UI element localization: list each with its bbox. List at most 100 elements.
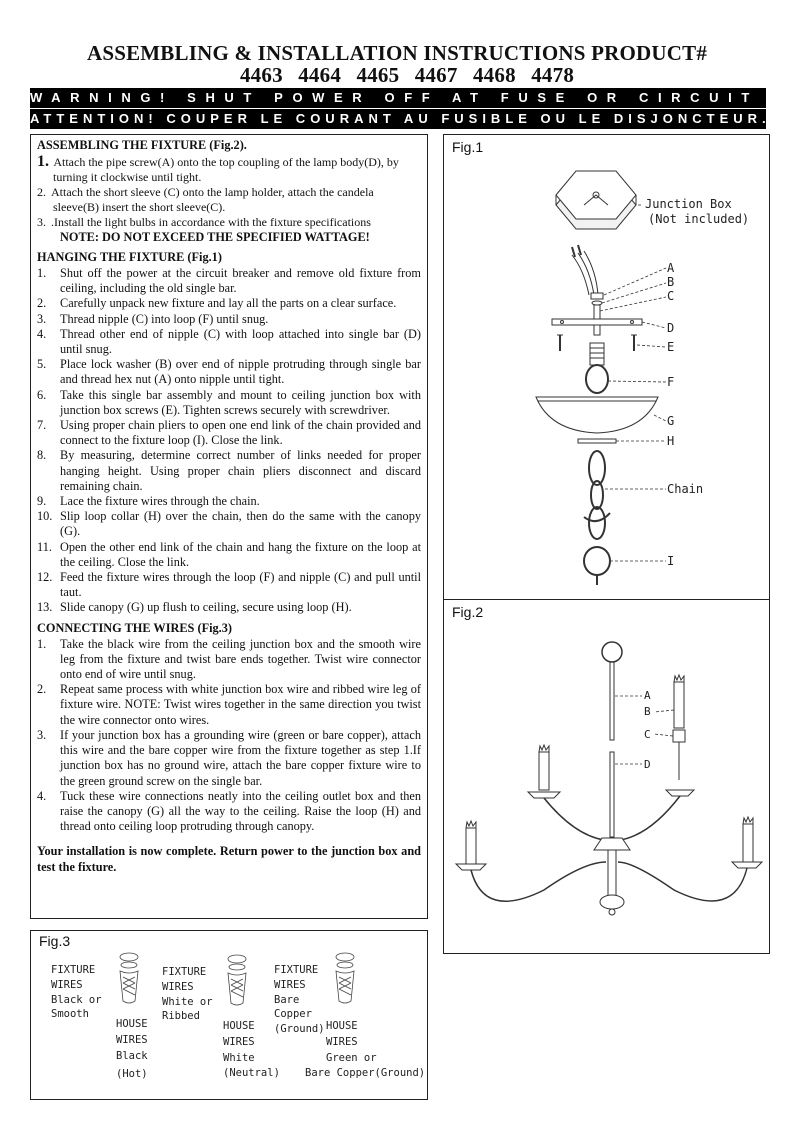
candle-icon xyxy=(454,819,488,871)
house-wire-label: HOUSE xyxy=(116,1018,148,1030)
product-numbers: 4463 4464 4465 4467 4468 4478 xyxy=(239,63,575,87)
wire-connector-icon xyxy=(119,952,139,1004)
wires-step: 1.Take the black wire from the ceiling j… xyxy=(37,636,421,682)
fixture-wire-label: WIRES xyxy=(162,981,194,993)
page-title: ASSEMBLING & INSTALLATION INSTRUCTIONS P… xyxy=(86,41,708,65)
candle-sleeve-icon xyxy=(672,673,686,780)
loop-icon xyxy=(585,342,609,394)
figure-3-label: Fig.3 xyxy=(39,933,71,949)
single-bar-icon xyxy=(551,318,643,326)
house-wire-label: WIRES xyxy=(116,1034,148,1046)
part-label: E xyxy=(667,340,674,354)
fixture-wire-label: WIRES xyxy=(51,979,83,991)
warning-banner-english: WARNING! SHUT POWER OFF AT FUSE OR CIRCU… xyxy=(30,88,766,108)
pipe-rod-icon xyxy=(609,661,615,741)
house-wire-label: Bare Copper(Ground) xyxy=(305,1067,425,1079)
assembling-step: 3..Install the light bulbs in accordance… xyxy=(37,215,371,229)
instructions-panel: ASSEMBLING THE FIXTURE (Fig.2). 1. Attac… xyxy=(30,134,428,919)
candle-icon xyxy=(526,743,562,799)
part-label: I xyxy=(667,554,674,568)
part-label: C xyxy=(667,289,674,303)
figure-1-panel: Fig.1 xyxy=(443,134,770,600)
chandelier-arms-icon xyxy=(470,795,748,902)
hanging-step: 11.Open the other end link of the chain … xyxy=(37,539,421,569)
assembling-heading: ASSEMBLING THE FIXTURE (Fig.2). xyxy=(37,138,247,152)
fixture-wire-label: WIRES xyxy=(274,979,306,991)
part-label: B xyxy=(667,275,674,289)
hanging-step: 5.Place lock washer (B) over end of nipp… xyxy=(37,357,421,387)
figure-3-diagram: FIXTURE WIRES Black or Smooth HOUSE WIRE… xyxy=(51,952,425,1080)
hanging-step: 4.Thread other end of nipple (C) with lo… xyxy=(37,326,421,357)
house-wire-label: (Hot) xyxy=(116,1068,148,1080)
figure-2-panel: Fig.2 xyxy=(443,599,770,954)
wires-step: 3.If your junction box has a grounding w… xyxy=(37,727,421,788)
fixture-wire-label: FIXTURE xyxy=(162,966,206,978)
fixture-wire-label: Bare xyxy=(274,994,299,1006)
hanging-step: 10.Slip loop collar (H) over the chain, … xyxy=(37,509,421,539)
fixture-wire-label: Black or xyxy=(51,994,102,1006)
ceiling-loop-icon xyxy=(601,641,623,663)
fixture-wire-label: Smooth xyxy=(51,1008,89,1020)
figure-3-panel: Fig.3 FIXTURE xyxy=(30,930,428,1100)
part-label: D xyxy=(667,321,674,335)
canopy-icon xyxy=(535,396,659,434)
fixture-wire-label: FIXTURE xyxy=(51,964,95,976)
hanging-step: 9.Lace the fixture wires through the cha… xyxy=(37,494,260,509)
not-included-label: (Not included) xyxy=(648,212,749,226)
house-wire-label: Black xyxy=(116,1050,148,1062)
figure-2-diagram: A B C D xyxy=(454,641,764,916)
fixture-wire-label: (Ground) xyxy=(274,1023,325,1035)
warning-banner-french: ATTENTION! COUPER LE COURANT AU FUSIBLE … xyxy=(30,109,766,129)
wires-step: 2.Repeat same process with white junctio… xyxy=(37,682,421,727)
house-wire-label: White xyxy=(223,1052,255,1064)
part-label: A xyxy=(644,689,651,702)
house-wire-label: Green or xyxy=(326,1052,377,1064)
hanging-step: 12.Feed the fixture wires through the lo… xyxy=(37,570,421,600)
lock-washer-icon xyxy=(591,300,603,306)
figure-2-label: Fig.2 xyxy=(452,604,484,620)
assembling-step: 1. Attach the pipe screw(A) onto the top… xyxy=(37,153,399,185)
wires-heading: CONNECTING THE WIRES (Fig.3) xyxy=(37,620,232,635)
house-wire-label: (Neutral) xyxy=(223,1067,280,1079)
lamp-body-icon xyxy=(593,837,631,851)
junction-box-label: Junction Box xyxy=(645,197,732,211)
hanging-step: 8.By measuring, determine correct number… xyxy=(37,448,421,493)
hanging-heading: HANGING THE FIXTURE (Fig.1) xyxy=(37,250,222,264)
part-label: Chain xyxy=(667,482,703,496)
hanging-step: 7.Using proper chain pliers to open one … xyxy=(37,418,421,448)
lamp-body-rod-icon xyxy=(609,751,615,838)
figure-1-label: Fig.1 xyxy=(452,139,484,155)
hanging-step: 6.Take this single bar assembly and moun… xyxy=(37,387,421,417)
hanging-step: 13.Slide canopy (G) up flush to ceiling,… xyxy=(37,600,352,615)
figure-1-diagram: Junction Box (Not included) A B C D E F … xyxy=(535,170,749,585)
hanging-step: 1.Shut off the power at the circuit brea… xyxy=(37,266,421,296)
house-wire-label: WIRES xyxy=(326,1036,358,1048)
candle-icon xyxy=(730,815,764,869)
part-label: H xyxy=(667,434,674,448)
part-label: F xyxy=(667,375,674,389)
hex-nut-icon xyxy=(590,292,604,300)
junction-screw-icon xyxy=(557,334,637,351)
part-label: D xyxy=(644,758,651,771)
fixture-loop-icon xyxy=(583,546,611,576)
fixture-wire-label: White or xyxy=(162,996,213,1008)
part-label: G xyxy=(667,414,674,428)
junction-box-icon xyxy=(555,170,637,230)
hanging-step: 3.Thread nipple (C) into loop (F) until … xyxy=(37,311,269,326)
part-label: A xyxy=(667,261,675,275)
assembling-step: 2.Attach the short sleeve (C) onto the l… xyxy=(37,185,374,214)
loop-collar-icon xyxy=(577,438,617,444)
wire-connector-icon xyxy=(227,954,247,1006)
wattage-note: NOTE: DO NOT EXCEED THE SPECIFIED WATTAG… xyxy=(60,230,370,244)
chain-icon xyxy=(583,450,611,540)
completion-text: Your installation is now complete. Retur… xyxy=(37,844,421,875)
house-wire-label: WIRES xyxy=(223,1036,255,1048)
part-label: B xyxy=(644,705,651,718)
house-wire-label: HOUSE xyxy=(326,1020,358,1032)
hanging-step: 2.Carefully unpack new fixture and lay a… xyxy=(37,296,397,311)
wire-connector-icon xyxy=(335,952,355,1004)
fixture-wire-label: FIXTURE xyxy=(274,964,318,976)
part-label: C xyxy=(644,728,651,741)
fixture-wire-label: Copper xyxy=(274,1008,312,1020)
wires-icon xyxy=(571,244,599,296)
